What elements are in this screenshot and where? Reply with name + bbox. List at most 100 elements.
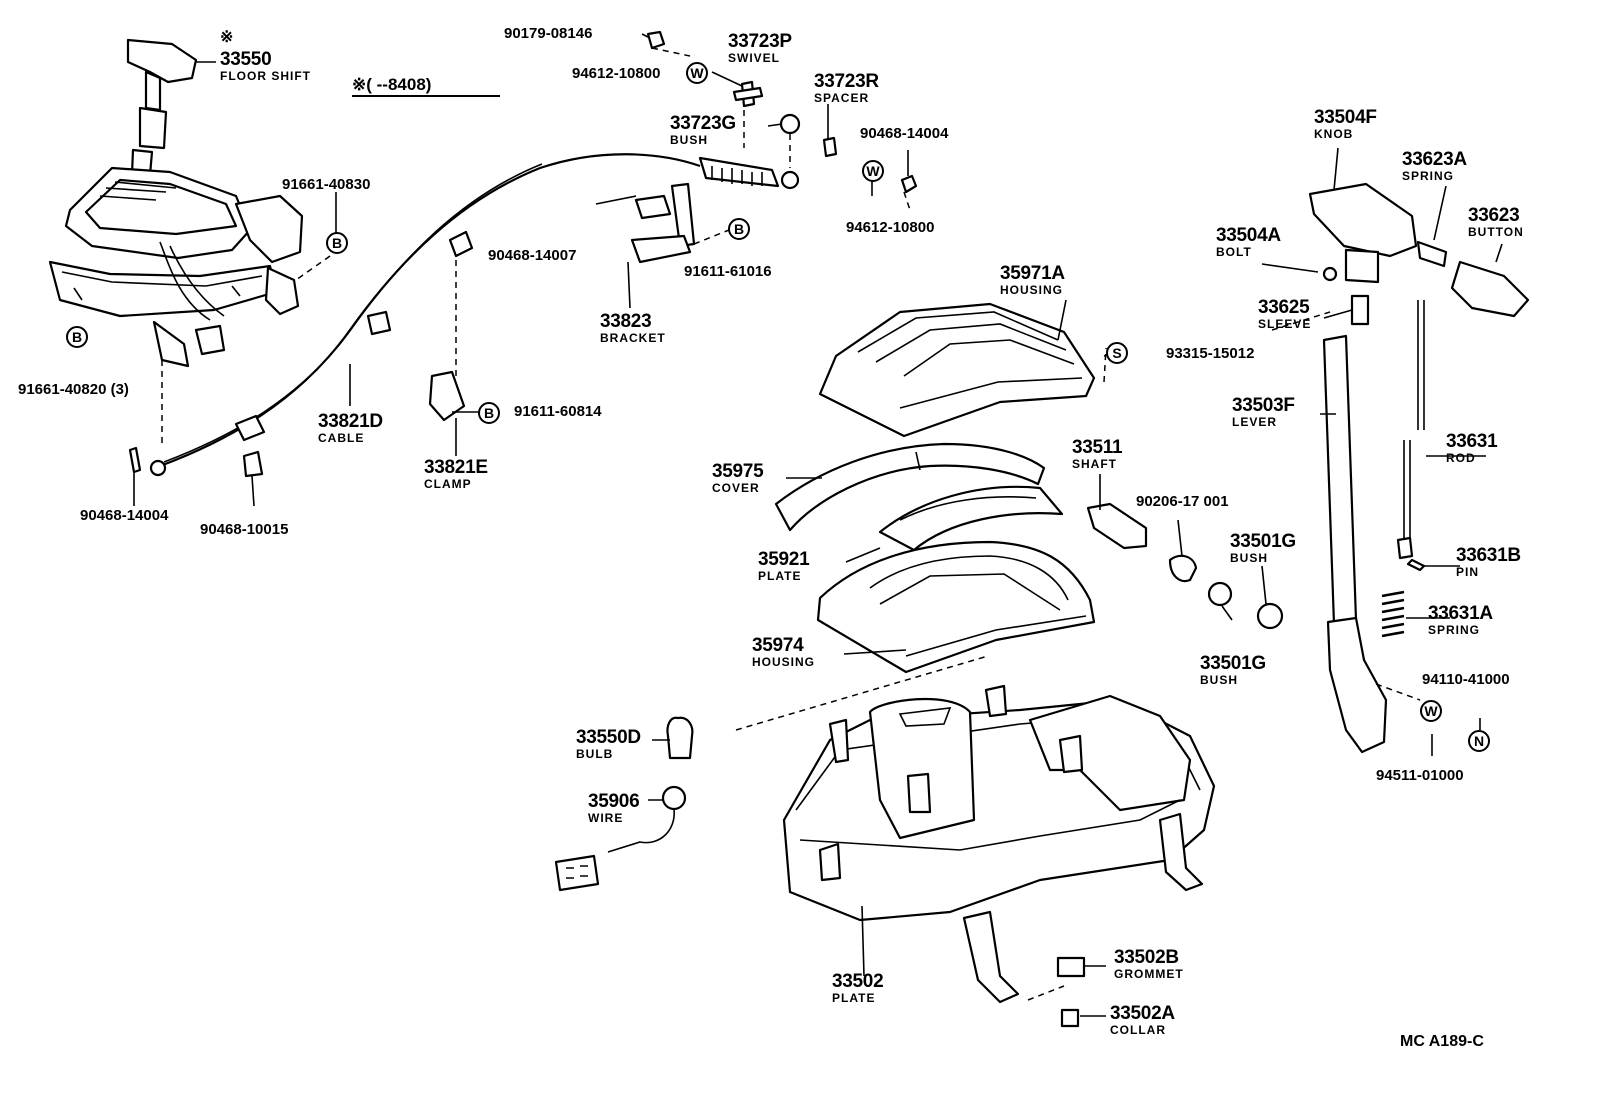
part-name: KNOB bbox=[1314, 127, 1354, 141]
part-name: SPRING bbox=[1428, 623, 1481, 637]
part-91611-60814: 91611-60814 bbox=[514, 403, 602, 420]
screw-symbol: S bbox=[1106, 342, 1128, 364]
part-33625: 33625 SLEEVE bbox=[1258, 298, 1311, 330]
bolt-symbol: B bbox=[728, 218, 750, 240]
note-range: ※( --8408) bbox=[352, 75, 432, 94]
part-33723R: 33723R SPACER bbox=[814, 72, 879, 104]
part-name: BOLT bbox=[1216, 245, 1252, 259]
part-name: BUTTON bbox=[1468, 225, 1524, 239]
part-name: COLLAR bbox=[1110, 1023, 1166, 1037]
part-94612-10800-b: 94612-10800 bbox=[846, 219, 935, 236]
part-number: 33550 bbox=[220, 49, 272, 70]
part-name: BULB bbox=[576, 747, 614, 761]
part-number: 35906 bbox=[588, 791, 640, 812]
swivel-hardware bbox=[128, 30, 918, 478]
housing-35971A bbox=[818, 302, 1096, 438]
shaft-bushes bbox=[1086, 502, 1284, 630]
part-name: BRACKET bbox=[600, 331, 666, 345]
part-number: 33723G bbox=[670, 113, 736, 134]
part-name: SPACER bbox=[814, 91, 870, 105]
washer-symbol: W bbox=[862, 160, 884, 182]
part-33723P: 33723P SWIVEL bbox=[728, 32, 792, 64]
part-name: PIN bbox=[1456, 565, 1480, 579]
bulb-wire bbox=[554, 716, 694, 892]
part-number: 33502A bbox=[1110, 1003, 1175, 1024]
part-name: WIRE bbox=[588, 811, 624, 825]
part-number: 33623A bbox=[1402, 149, 1467, 170]
part-91661-40830: 91661-40830 bbox=[282, 176, 371, 193]
nut-symbol: N bbox=[1468, 730, 1490, 752]
part-90468-14004-l: 90468-14004 bbox=[80, 507, 169, 524]
part-94612-10800: 94612-10800 bbox=[572, 65, 661, 82]
part-33501G-a: 33501G BUSH bbox=[1230, 532, 1296, 564]
part-name: SLEEVE bbox=[1258, 317, 1312, 331]
part-number: 35921 bbox=[758, 549, 810, 570]
part-name: PLATE bbox=[758, 569, 802, 583]
washer-symbol: W bbox=[686, 62, 708, 84]
cable-33821D bbox=[149, 153, 800, 477]
bolt-symbol: B bbox=[326, 232, 348, 254]
part-33631B: 33631B PIN bbox=[1456, 546, 1521, 578]
part-name: CLAMP bbox=[424, 477, 472, 491]
part-33821D: 33821D CABLE bbox=[318, 412, 383, 444]
part-33623A: 33623A SPRING bbox=[1402, 150, 1467, 182]
part-number: 33504A bbox=[1216, 225, 1281, 246]
part-number: 33504F bbox=[1314, 107, 1377, 128]
part-name: ROD bbox=[1446, 451, 1476, 465]
part-number: 33625 bbox=[1258, 297, 1310, 318]
part-33550D: 33550D BULB bbox=[576, 728, 641, 760]
part-35975: 35975 COVER bbox=[712, 461, 764, 495]
part-name: BUSH bbox=[670, 133, 709, 147]
part-33550: 33550 FLOOR SHIFT bbox=[220, 50, 311, 82]
part-number: 33623 bbox=[1468, 205, 1520, 226]
part-name: SWIVEL bbox=[728, 51, 781, 65]
part-number: 33502 bbox=[832, 971, 884, 992]
plate-35921 bbox=[878, 485, 1064, 552]
part-name: LEVER bbox=[1232, 415, 1278, 429]
note-symbol: ※ bbox=[220, 29, 234, 46]
plate-33502 bbox=[782, 684, 1216, 1004]
part-35921: 35921 PLATE bbox=[758, 549, 810, 583]
part-35971A: 35971A HOUSING bbox=[1000, 264, 1065, 296]
part-number: 33501G bbox=[1230, 531, 1296, 552]
washer-symbol: W bbox=[1420, 700, 1442, 722]
cover-35975 bbox=[774, 442, 1046, 532]
part-91611-61016: 91611-61016 bbox=[684, 263, 772, 280]
part-90468-10015: 90468-10015 bbox=[200, 521, 289, 538]
part-number: 35971A bbox=[1000, 263, 1065, 284]
part-name: FLOOR SHIFT bbox=[220, 69, 311, 83]
part-33823: 33823 BRACKET bbox=[600, 312, 666, 344]
part-number: 33501G bbox=[1200, 653, 1266, 674]
diagram-code: MC A189-C bbox=[1400, 1033, 1484, 1050]
floor-shift-assembly bbox=[48, 38, 304, 368]
part-number: 33631 bbox=[1446, 431, 1498, 452]
part-name: GROMMET bbox=[1114, 967, 1184, 981]
part-93315-15012: 93315-15012 bbox=[1166, 345, 1255, 362]
part-94511-01000: 94511-01000 bbox=[1376, 767, 1464, 784]
part-number: 35975 bbox=[712, 461, 764, 482]
part-33511: 33511 SHAFT bbox=[1072, 438, 1123, 470]
part-33631A: 33631A SPRING bbox=[1428, 604, 1493, 636]
part-33503F: 33503F LEVER bbox=[1232, 396, 1295, 428]
part-35906: 35906 WIRE bbox=[588, 791, 640, 825]
housing-35974 bbox=[816, 540, 1096, 674]
part-number: 33503F bbox=[1232, 395, 1295, 416]
part-number: 33502B bbox=[1114, 947, 1179, 968]
part-name: HOUSING bbox=[752, 655, 816, 669]
part-90179-08146: 90179-08146 bbox=[504, 25, 593, 42]
grommet-collar bbox=[1056, 956, 1086, 1028]
part-94110-41000: 94110-41000 bbox=[1422, 671, 1510, 688]
part-number: 33823 bbox=[600, 311, 652, 332]
part-33623: 33623 BUTTON bbox=[1468, 206, 1524, 238]
part-33504A: 33504A BOLT bbox=[1216, 226, 1281, 258]
part-name: COVER bbox=[712, 481, 760, 495]
part-33502A: 33502A COLLAR bbox=[1110, 1004, 1175, 1036]
part-number: 33723R bbox=[814, 71, 879, 92]
bolt-symbol: B bbox=[478, 402, 500, 424]
part-name: BUSH bbox=[1230, 551, 1269, 565]
part-name: HOUSING bbox=[1000, 283, 1064, 297]
part-90206-17001: 90206-17 001 bbox=[1136, 493, 1229, 510]
part-33821E: 33821E CLAMP bbox=[424, 458, 488, 490]
bolt-symbol: B bbox=[66, 326, 88, 348]
